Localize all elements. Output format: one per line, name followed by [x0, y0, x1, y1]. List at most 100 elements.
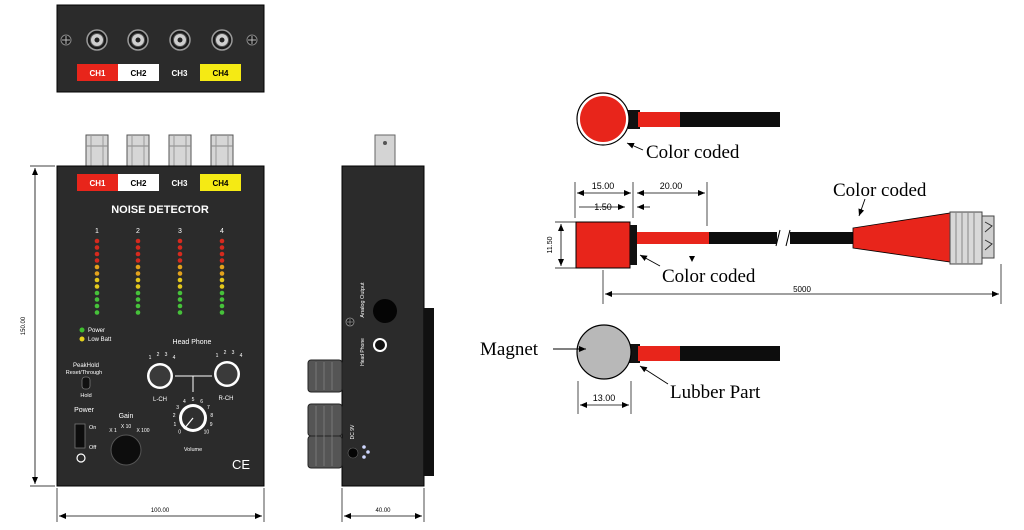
channel-label: CH4: [212, 179, 229, 188]
meter-led: [94, 310, 100, 315]
gain-x100-label: X 100: [136, 428, 149, 434]
channel-color-tag: [118, 174, 159, 191]
lubber-part-label: Lubber Part: [670, 382, 761, 403]
power-switch[interactable]: [74, 423, 86, 449]
side-knob-profiles: [307, 359, 343, 469]
side-depth-value: 40.00: [375, 508, 391, 514]
front-bnc-connector: [168, 134, 192, 167]
dc-jack-front[interactable]: [76, 453, 86, 463]
meter-led: [177, 310, 183, 315]
bnc-connector-icon: [211, 29, 233, 51]
meter-led: [177, 290, 183, 296]
volume-scale-number: 9: [210, 422, 213, 428]
gain-label: Gain: [119, 413, 134, 420]
power-switch-title: Power: [74, 407, 95, 414]
volume-knob[interactable]: [179, 404, 207, 432]
selector-number: 4: [173, 355, 176, 361]
dim-15-label: 15.00: [592, 181, 615, 191]
side-housing: [341, 165, 425, 487]
cable-break-right: [785, 229, 791, 247]
small-triangle-mark: [689, 256, 695, 262]
color-coded-label-2: Color coded: [833, 180, 927, 201]
peak-hold-switch[interactable]: [81, 376, 91, 390]
gain-x10-label: X 10: [121, 424, 132, 430]
volume-scale-number: 6: [200, 399, 203, 405]
meter-led: [135, 245, 141, 250]
front-bnc-connector: [126, 134, 150, 167]
front-bnc-connector: [210, 134, 234, 167]
polarity-icon: [362, 445, 370, 459]
channel-number: 1: [95, 228, 99, 235]
sensor-magnet-view: Magnet Lubber Part 13.00: [480, 324, 780, 414]
meter-led: [94, 290, 100, 296]
meter-led: [219, 271, 225, 276]
meter-led: [219, 245, 225, 250]
meter-led: [135, 251, 141, 257]
volume-scale-number: 0: [178, 429, 181, 435]
channel-color-tag: [159, 174, 200, 191]
meter-led: [177, 297, 183, 302]
analog-output-jack[interactable]: [373, 299, 397, 323]
bnc-connector-icon: [127, 29, 149, 51]
analog-output-label: Analog Output: [360, 282, 366, 318]
meter-led: [219, 297, 225, 302]
meter-led: [219, 238, 225, 244]
front-width-value: 100.00: [151, 508, 170, 514]
front-bnc-connectors: [85, 134, 234, 167]
channel-label: CH2: [130, 69, 147, 78]
meter-led: [177, 271, 183, 276]
sensor-cable-side-a: [709, 232, 777, 244]
side-depth-dimension: 40.00: [341, 488, 425, 522]
side-head-phone-jack[interactable]: [373, 338, 387, 352]
dc-jack-side[interactable]: [347, 447, 359, 459]
meter-led: [94, 238, 100, 244]
meter-led: [94, 271, 100, 276]
volume-scale-number: 7: [207, 405, 210, 411]
sensor-color-band-top: [638, 112, 680, 127]
top-panel-screw-left-icon: [60, 34, 72, 46]
volume-scale-number: 8: [210, 413, 213, 419]
selector-number: 1: [149, 355, 152, 361]
sensor-disc-top: [576, 92, 630, 146]
color-coded-label-1: Color coded: [646, 142, 740, 163]
sensor-neck-top: [628, 110, 640, 129]
volume-label: Volume: [184, 447, 202, 453]
meter-led: [135, 258, 141, 263]
side-clip: [424, 308, 434, 476]
sensor-top-view: Color coded: [576, 92, 780, 163]
magnet-disc: [576, 324, 632, 380]
dim-1-5-label: 1.50: [594, 202, 612, 212]
meter-led: [177, 277, 183, 283]
selector-number: 3: [232, 350, 235, 356]
gain-knob[interactable]: [110, 434, 142, 466]
channel-number: 4: [220, 228, 224, 235]
headphone-connector-line: [175, 375, 212, 392]
r-ch-selector-knob[interactable]: [214, 361, 240, 387]
bnc-connector-icon: [86, 29, 108, 51]
dim-11-5-label: 11.50: [547, 236, 554, 253]
meter-led: [219, 251, 225, 257]
magnet-label: Magnet: [480, 339, 539, 360]
bnc-plug-icon: [949, 211, 995, 265]
color-coded-label-3: Color coded: [662, 266, 756, 287]
led-meter-columns: 1 2 3 4: [94, 228, 225, 315]
front-housing: [56, 165, 265, 487]
l-ch-selector-knob[interactable]: [147, 363, 173, 389]
channel-label: CH3: [171, 179, 188, 188]
power-off-label: Off: [89, 445, 97, 451]
volume-scale-number: 2: [173, 413, 176, 419]
meter-led: [94, 303, 100, 309]
device-title: NOISE DETECTOR: [111, 204, 209, 216]
channel-number: 2: [136, 228, 140, 235]
ce-mark: CE: [232, 457, 250, 472]
l-ch-label: L-CH: [153, 397, 167, 403]
channel-number: 3: [178, 228, 182, 235]
meter-led: [94, 297, 100, 302]
low-batt-led-indicator: Low Batt: [79, 336, 112, 343]
